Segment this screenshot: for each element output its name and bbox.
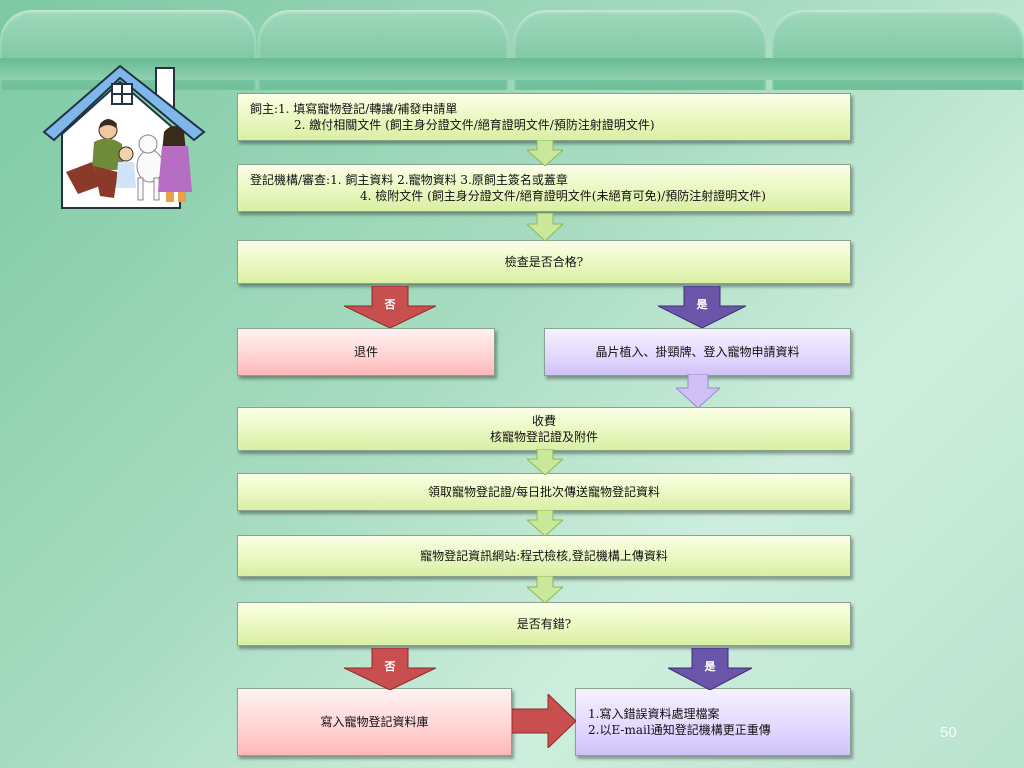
step-check-qualified: 檢查是否合格? [237,240,851,284]
page-number: 50 [940,724,957,741]
step-reject: 退件 [237,328,495,376]
step-agency-line1: 登記機構/審查:1. 飼主資料 2.寵物資料 3.原飼主簽名或蓋章 [250,172,568,187]
step-check-error: 是否有錯? [237,602,851,646]
step-owner-line2: 2. 繳付相關文件 (飼主身分證文件/絕育證明文件/預防注射證明文件) [294,118,655,132]
step-fee: 收費 核寵物登記證及附件 [237,407,851,451]
step-agency-line2: 4. 檢附文件 (飼主身分證文件/絕育證明文件(未絕育可免)/預防注射證明文件) [360,189,766,203]
step-collect-certificate: 領取寵物登記證/每日批次傳送寵物登記資料 [237,473,851,511]
down-arrow-icon [527,213,563,241]
step-error-line1: 1.寫入錯誤資料處理檔案 [588,706,720,721]
no-label: 否 [384,660,396,673]
yes-label: 是 [704,660,716,673]
yes-arrow-icon [668,648,752,690]
step-website-check: 寵物登記資訊網站:程式檢核,登記機構上傳資料 [237,535,851,577]
step-write-database: 寫入寵物登記資料庫 [237,688,512,756]
down-arrow-icon [527,140,563,166]
down-arrow-icon [676,374,720,408]
yes-arrow-icon [658,286,746,328]
step-chip-implant: 晶片植入、掛頸牌、登入寵物申請資料 [544,328,851,376]
down-arrow-icon [527,510,563,536]
down-arrow-icon [527,576,563,603]
step-fee-line2: 核寵物登記證及附件 [489,430,598,444]
yes-label: 是 [696,298,708,311]
step-agency-review: 登記機構/審查:1. 飼主資料 2.寵物資料 3.原飼主簽名或蓋章 4. 檢附文… [237,164,851,212]
header-band [0,58,1024,80]
family-house-icon [42,64,206,209]
no-arrow-icon [344,648,436,690]
down-arrow-icon [527,449,563,475]
step-error-handling: 1.寫入錯誤資料處理檔案 2.以E-mail通知登記機構更正重傳 [575,688,851,756]
no-label: 否 [384,298,396,311]
right-arrow-icon [512,694,576,748]
no-arrow-icon [344,286,436,328]
step-owner-application: 飼主:1. 填寫寵物登記/轉讓/補發申請單 2. 繳付相關文件 (飼主身分證文件… [237,93,851,141]
step-error-line2: 2.以E-mail通知登記機構更正重傳 [588,723,771,737]
step-fee-line1: 收費 [531,413,556,428]
step-owner-line1: 飼主:1. 填寫寵物登記/轉讓/補發申請單 [250,101,458,116]
